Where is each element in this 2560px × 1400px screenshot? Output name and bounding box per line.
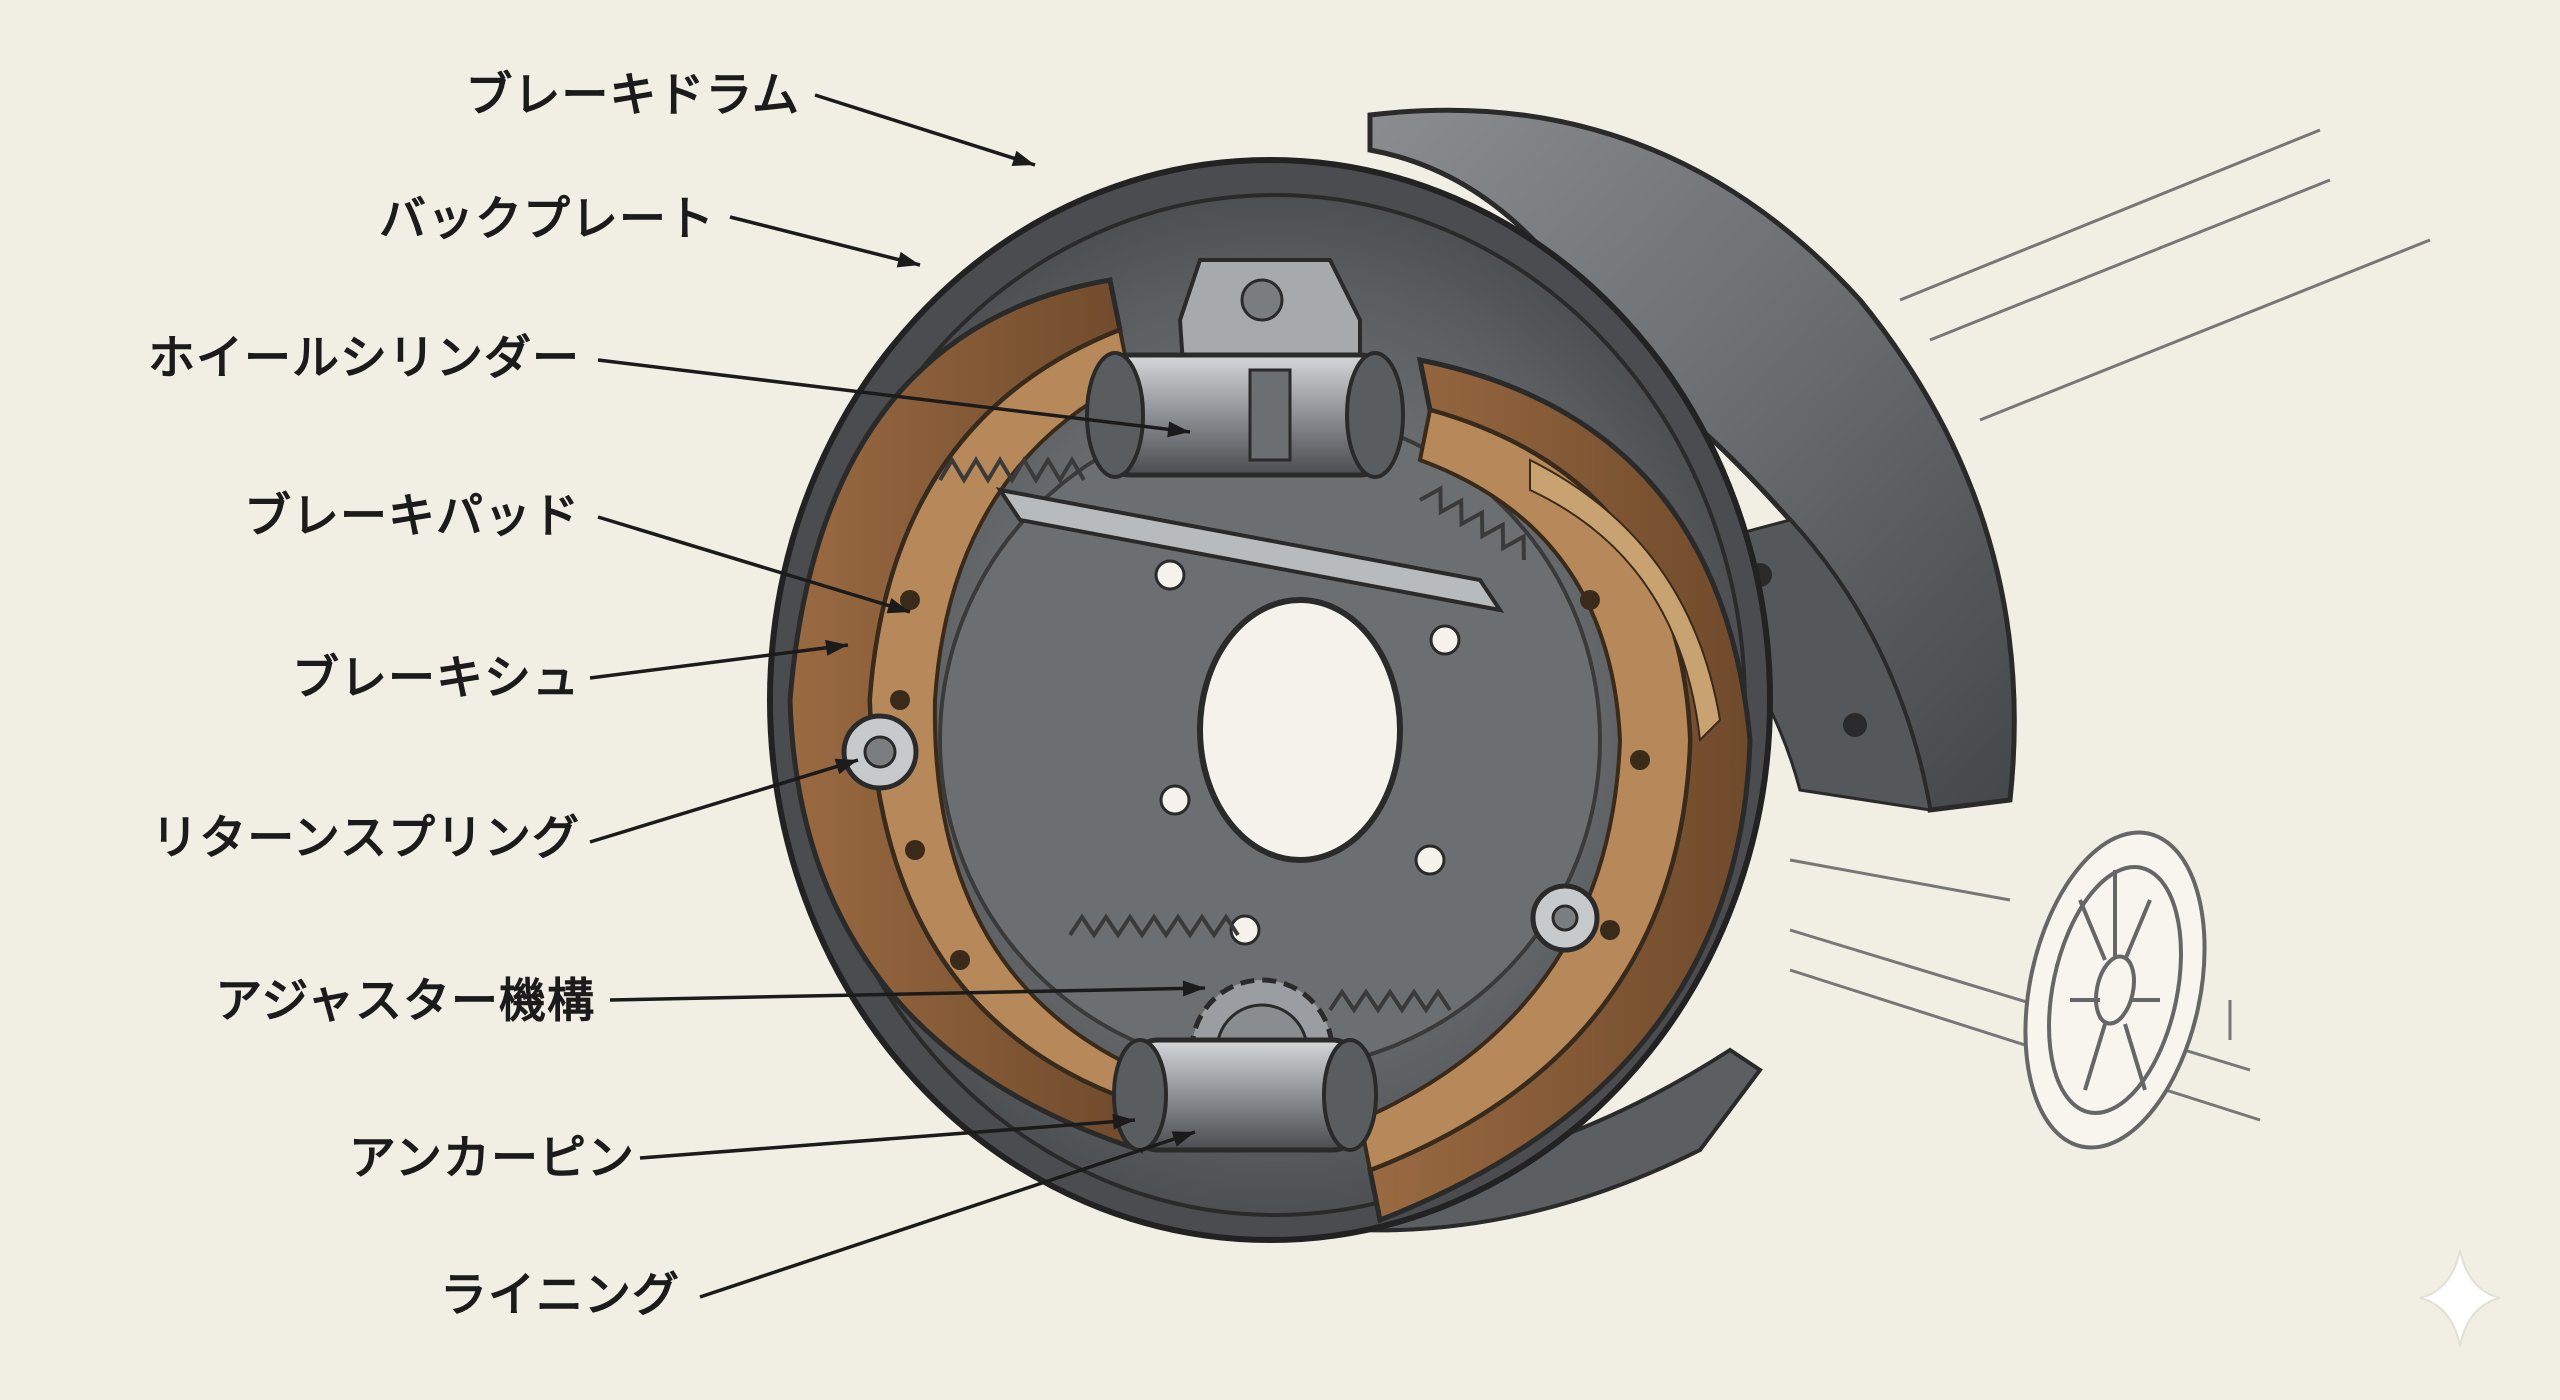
arrowhead-back-plate bbox=[896, 251, 920, 268]
leader-line-brake-shoe bbox=[589, 643, 849, 680]
arrowhead-adjuster bbox=[1182, 980, 1205, 997]
label-brake-drum: ブレーキドラム bbox=[465, 68, 800, 123]
arrowhead-wheel-cylinder bbox=[1167, 421, 1190, 438]
leader-line-return-spring bbox=[589, 758, 859, 844]
leader-lines bbox=[589, 93, 1206, 1299]
label-brake-pad: ブレーキパッド bbox=[244, 489, 580, 544]
leader-line-back-plate bbox=[729, 215, 921, 267]
leader-line-brake-drum bbox=[814, 93, 1036, 167]
label-return-spring: リターンスプリング bbox=[151, 811, 580, 866]
right-brake-shoe bbox=[1357, 356, 1753, 1224]
leader-line-wheel-cylinder bbox=[597, 358, 1191, 434]
label-anchor-pin: アンカーピン bbox=[348, 1131, 635, 1186]
hold-down-pin-right bbox=[1530, 883, 1600, 953]
anchor-pin-part bbox=[1112, 1037, 1378, 1153]
sparkle-icon bbox=[2419, 1249, 2501, 1347]
arrowhead-brake-drum bbox=[1011, 150, 1035, 166]
arrowhead-lining bbox=[1171, 1131, 1195, 1147]
label-wheel-cylinder: ホイールシリンダー bbox=[148, 331, 580, 386]
arrowhead-anchor-pin bbox=[1112, 1113, 1135, 1130]
leader-line-lining bbox=[699, 1130, 1196, 1299]
hold-down-pin bbox=[841, 713, 919, 791]
arrowhead-brake-shoe bbox=[825, 639, 848, 656]
bottom-springs bbox=[1068, 913, 1452, 1014]
top-springs bbox=[938, 456, 1526, 561]
leader-line-anchor-pin bbox=[639, 1118, 1136, 1160]
label-brake-shoe: ブレーキシュ bbox=[292, 651, 580, 706]
label-lining: ライニング bbox=[440, 1268, 680, 1323]
wheel-cylinder-part bbox=[1085, 258, 1405, 479]
leader-line-brake-pad bbox=[597, 515, 911, 614]
label-adjuster: アジャスター機構 bbox=[215, 974, 595, 1029]
arrowhead-return-spring bbox=[834, 758, 858, 775]
leader-line-adjuster bbox=[609, 986, 1206, 1002]
wheel-sketch bbox=[2023, 830, 2207, 1150]
adjuster-plate bbox=[995, 487, 1505, 613]
arrowhead-brake-pad bbox=[886, 597, 910, 614]
label-back-plate: バックプレート bbox=[379, 192, 715, 247]
